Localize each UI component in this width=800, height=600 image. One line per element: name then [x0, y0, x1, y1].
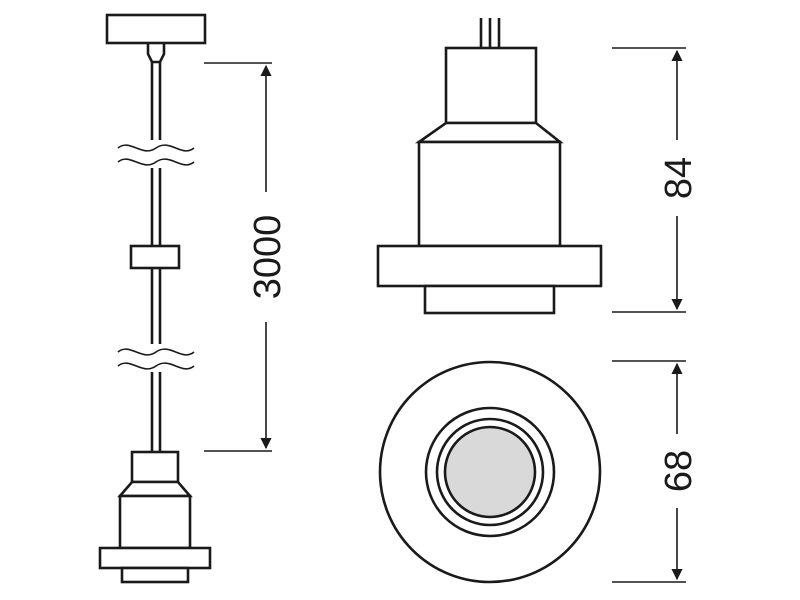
diameter-dimension: 68 — [612, 360, 700, 583]
diameter-label: 68 — [658, 450, 700, 492]
lamp-holder-side-view — [376, 18, 603, 315]
lamp-holder-side — [98, 450, 212, 584]
height-label: 84 — [658, 157, 700, 199]
cable-strain-relief — [146, 43, 166, 64]
pendant-assembly — [98, 13, 212, 584]
cable-adjuster — [129, 244, 181, 270]
lens-opening — [443, 425, 537, 519]
ceiling-canopy — [105, 13, 207, 45]
height-dimension: 84 — [612, 47, 700, 313]
cable-length-dimension: 3000 — [204, 62, 289, 452]
cable-length-label: 3000 — [247, 215, 289, 300]
cable-break-mark-lower — [117, 344, 195, 372]
cable-break-mark-upper — [117, 140, 195, 168]
lamp-holder-top-view — [378, 360, 602, 584]
